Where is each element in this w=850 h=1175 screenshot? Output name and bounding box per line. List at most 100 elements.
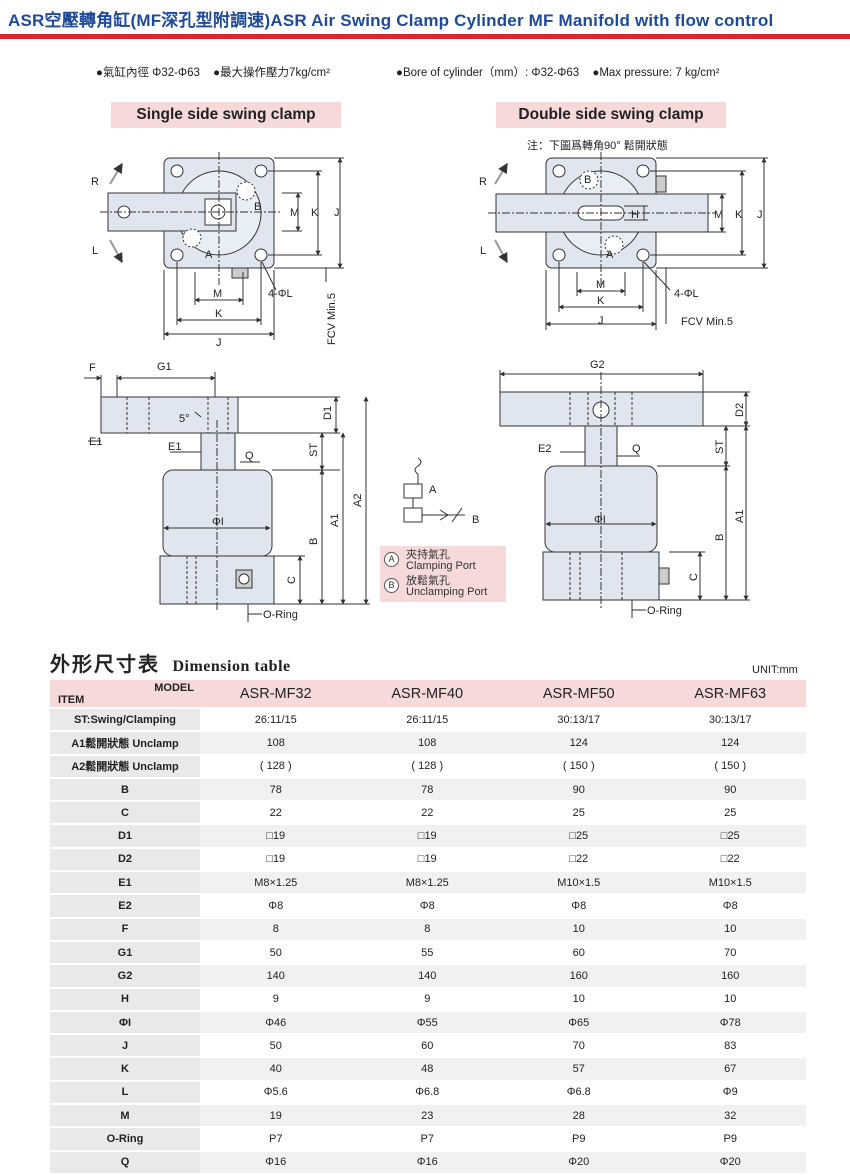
row-item: ΦI <box>50 1010 200 1036</box>
fcv-min-2: FCV Min.5 <box>681 316 733 328</box>
row-item: L <box>50 1080 200 1106</box>
model-header: ASR-MF32 <box>200 680 352 709</box>
row-item: M <box>50 1104 200 1129</box>
row-value: □22 <box>503 847 655 873</box>
row-value: 60 <box>503 940 655 966</box>
dim-k-h-2: K <box>597 295 605 307</box>
technical-drawing: R L B A M K J M K J 4-ΦL FCV Min.5 <box>84 152 768 622</box>
row-item: C <box>50 801 200 826</box>
dim-k-h: K <box>215 308 223 320</box>
spec-pressure-en: ●Max pressure: 7 kg/cm² <box>592 67 720 79</box>
row-value: Φ6.8 <box>503 1080 655 1106</box>
row-item: F <box>50 917 200 942</box>
dim-m-v: M <box>290 207 299 219</box>
label-oring: O-Ring <box>263 609 298 621</box>
row-value: Φ78 <box>654 1010 806 1036</box>
row-value: 26:11/15 <box>351 708 503 733</box>
row-item: A2鬆開狀態 Unclamp <box>50 754 200 779</box>
row-value: Φ8 <box>503 894 655 919</box>
fcv-min: FCV Min.5 <box>326 293 338 345</box>
table-row: D2□19□19□22□22 <box>50 847 806 873</box>
row-value: 50 <box>200 940 352 966</box>
specs-chinese: ●氣缸內徑 Φ32-Φ63 ●最大操作壓力7kg/cm² <box>96 64 340 80</box>
port-b-2: B <box>584 174 591 186</box>
double-side-note: 注：下圖爲轉角90° 鬆開狀態 <box>527 140 668 152</box>
dim-a1-2: A1 <box>734 510 746 523</box>
model-header: ASR-MF40 <box>351 680 503 709</box>
row-value: 28 <box>503 1104 655 1129</box>
label-r: R <box>91 176 99 188</box>
row-value: 50 <box>200 1034 352 1059</box>
row-value: Φ5.6 <box>200 1080 352 1106</box>
spec-bore-zh: ●氣缸內徑 Φ32-Φ63 <box>96 67 200 79</box>
dim-e2: E2 <box>538 443 551 455</box>
row-value: Φ8 <box>200 894 352 919</box>
row-value: 10 <box>503 987 655 1012</box>
dim-m-v-2: M <box>714 209 723 221</box>
header-red-bar <box>0 34 850 39</box>
dim-g1: G1 <box>157 361 172 373</box>
row-value: Φ16 <box>200 1150 352 1175</box>
double-front-labels: G2 E2 Q ΦI D2 ST A1 B C O-Ring <box>538 359 746 617</box>
label-oring-2: O-Ring <box>647 605 682 617</box>
spec-bore-en: ●Bore of cylinder（mm）: Φ32-Φ63 <box>396 67 580 79</box>
row-value: 30:13/17 <box>654 708 806 733</box>
row-value: 90 <box>654 777 806 803</box>
page-header: ASR空壓轉角缸(MF深孔型附調速)ASR Air Swing Clamp Cy… <box>0 0 850 42</box>
row-value: 124 <box>654 731 806 756</box>
row-value: M8×1.25 <box>200 871 352 896</box>
double-top-view <box>488 152 768 330</box>
dim-d2: D2 <box>734 403 746 417</box>
row-item: G1 <box>50 940 200 966</box>
row-value: M8×1.25 <box>351 871 503 896</box>
row-value: ( 128 ) <box>351 754 503 779</box>
row-value: ( 150 ) <box>654 754 806 779</box>
row-item: E1 <box>50 871 200 896</box>
row-value: 83 <box>654 1034 806 1059</box>
dim-st: ST <box>308 443 320 457</box>
row-value: 25 <box>503 801 655 826</box>
row-value: 10 <box>503 917 655 942</box>
row-value: □19 <box>200 847 352 873</box>
row-value: 160 <box>654 964 806 989</box>
row-item: O-Ring <box>50 1127 200 1152</box>
row-item: K <box>50 1057 200 1082</box>
row-value: Φ9 <box>654 1080 806 1106</box>
port-a: A <box>205 249 213 261</box>
dimension-table-title: 外形尺寸表 Dimension table <box>50 648 291 677</box>
row-value: □25 <box>503 824 655 849</box>
row-item: B <box>50 777 200 803</box>
row-value: P9 <box>654 1127 806 1152</box>
dim-e1-left: E1 <box>89 436 102 448</box>
row-value: 22 <box>351 801 503 826</box>
single-top-labels: R L B A M K J M K J 4-ΦL FCV Min.5 <box>91 176 340 349</box>
row-item: A1鬆開狀態 Unclamp <box>50 731 200 756</box>
unit-label: UNIT:mm <box>752 664 798 676</box>
row-value: 60 <box>351 1034 503 1059</box>
dim-phil: 4-ΦL <box>268 288 293 300</box>
row-item: D1 <box>50 824 200 849</box>
dim-q-2: Q <box>632 443 641 455</box>
dim-k-v-2: K <box>735 209 743 221</box>
row-value: 26:11/15 <box>200 708 352 733</box>
row-item: J <box>50 1034 200 1059</box>
symbol-a: A <box>429 484 437 496</box>
row-value: □19 <box>200 824 352 849</box>
row-value: Φ20 <box>503 1150 655 1175</box>
row-value: Φ55 <box>351 1010 503 1036</box>
row-value: 23 <box>351 1104 503 1129</box>
row-value: 8 <box>200 917 352 942</box>
label-l-2: L <box>480 245 486 257</box>
dim-b: B <box>308 538 320 545</box>
